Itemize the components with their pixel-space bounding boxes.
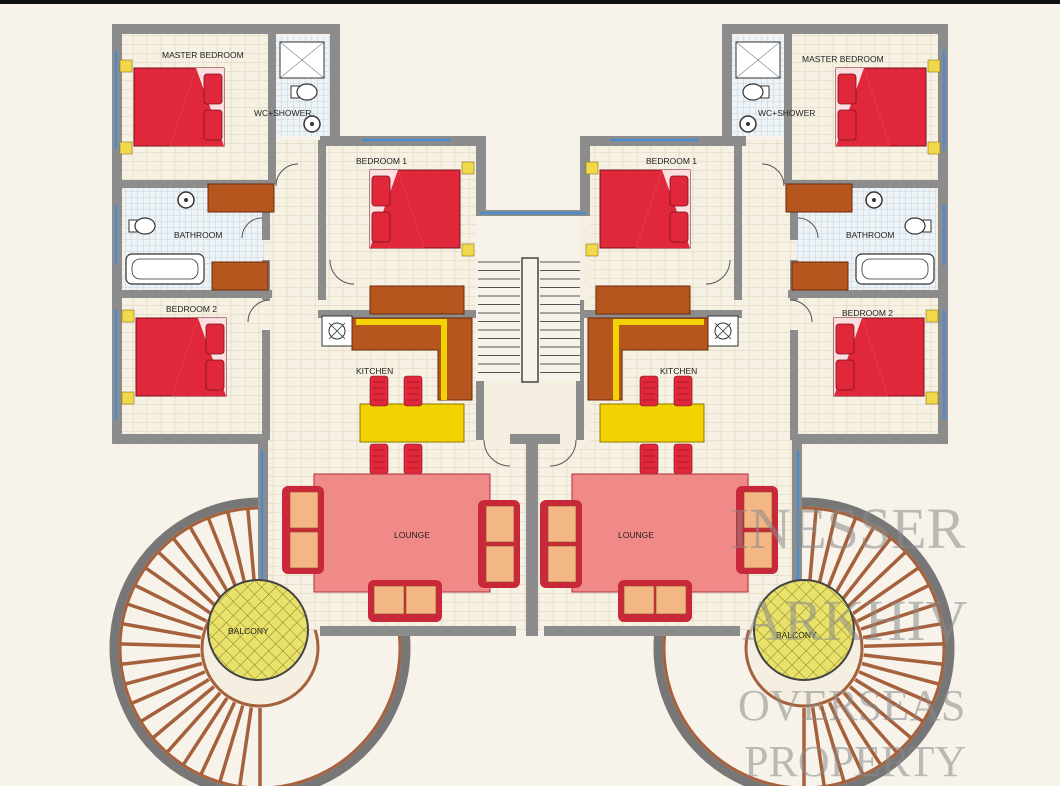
label-kitchen-left: KITCHEN <box>356 366 393 376</box>
label-balcony-right: BALCONY <box>776 630 817 640</box>
spiral-step <box>861 661 940 686</box>
spiral-step <box>225 511 248 591</box>
spiral-step <box>121 621 202 640</box>
spiral-step <box>134 583 208 623</box>
spiral-step <box>842 691 899 754</box>
spiral-step <box>206 517 240 593</box>
spiral-step <box>862 621 943 640</box>
spiral-step <box>832 525 876 597</box>
label-balcony-left: BALCONY <box>228 626 269 636</box>
central-staircase <box>476 216 580 383</box>
spiral-step <box>846 550 908 609</box>
label-bedroom-2-left: BEDROOM 2 <box>166 304 217 314</box>
bed-master-right <box>835 59 941 155</box>
spiral-step <box>835 697 883 766</box>
spiral-step <box>171 537 225 602</box>
spiral-step <box>238 707 254 786</box>
spiral-step <box>824 517 858 593</box>
watermark-line3: OVERSEAS <box>738 681 965 730</box>
watermark-line2: ARKHIV <box>742 588 968 653</box>
spiral-step <box>144 566 212 616</box>
room-labels-left: MASTER BEDROOM WC+SHOWER BEDROOM 1 BATHR… <box>162 50 430 636</box>
spiral-step <box>852 566 920 616</box>
spiral-step <box>199 701 237 776</box>
label-master-bedroom-right: MASTER BEDROOM <box>802 54 884 64</box>
door-swings <box>241 163 819 467</box>
spiral-step <box>816 511 839 591</box>
spiral-step <box>819 704 846 783</box>
spiral-step <box>130 670 206 706</box>
balcony-left <box>207 579 309 681</box>
bed-2-right <box>833 309 939 405</box>
spiral-step <box>120 653 201 667</box>
watermark-line4: PROPERTY <box>744 737 966 786</box>
label-bedroom-2-right: BEDROOM 2 <box>842 308 893 318</box>
spiral-step <box>151 685 216 740</box>
label-lounge-right: LOUNGE <box>618 530 654 540</box>
windows <box>114 50 946 580</box>
watermark-line1: INESSER <box>730 496 966 561</box>
spiral-step <box>839 537 893 602</box>
spiral-step <box>848 685 913 740</box>
label-bathroom-left: BATHROOM <box>174 230 222 240</box>
furniture-left <box>119 41 521 623</box>
bed-master-left <box>119 59 225 155</box>
spiral-step <box>218 704 245 783</box>
spiral-step <box>246 508 257 589</box>
spiral-step <box>126 602 204 631</box>
spiral-step <box>860 602 938 631</box>
spiral-step <box>156 550 218 609</box>
spiral-step <box>856 583 930 623</box>
watermark: INESSER ARKHIV OVERSEAS PROPERTY <box>730 496 968 786</box>
label-master-bedroom-left: MASTER BEDROOM <box>162 50 244 60</box>
spiral-step <box>181 697 229 766</box>
label-lounge-left: LOUNGE <box>394 530 430 540</box>
label-wc-shower-right: WC+SHOWER <box>758 108 815 118</box>
spiral-step <box>863 653 944 667</box>
spiral-step <box>854 678 925 723</box>
label-bedroom-1-right: BEDROOM 1 <box>646 156 697 166</box>
spiral-step <box>827 701 865 776</box>
label-bathroom-right: BATHROOM <box>846 230 894 240</box>
spiral-step <box>139 678 210 723</box>
spiral-step <box>810 707 826 786</box>
spiral-step <box>863 642 944 649</box>
label-wc-shower-left: WC+SHOWER <box>254 108 311 118</box>
room-labels-right: MASTER BEDROOM WC+SHOWER BEDROOM 1 BATHR… <box>618 54 894 640</box>
spiral-step <box>124 661 203 686</box>
furniture-right <box>539 41 941 623</box>
spiral-step <box>807 508 818 589</box>
spiral-step <box>188 525 232 597</box>
balcony-right <box>753 579 855 681</box>
bed-2-left <box>121 309 227 405</box>
label-kitchen-right: KITCHEN <box>660 366 697 376</box>
spiral-step <box>120 642 201 649</box>
spiral-step <box>858 670 934 706</box>
label-bedroom-1-left: BEDROOM 1 <box>356 156 407 166</box>
spiral-step <box>165 691 222 754</box>
